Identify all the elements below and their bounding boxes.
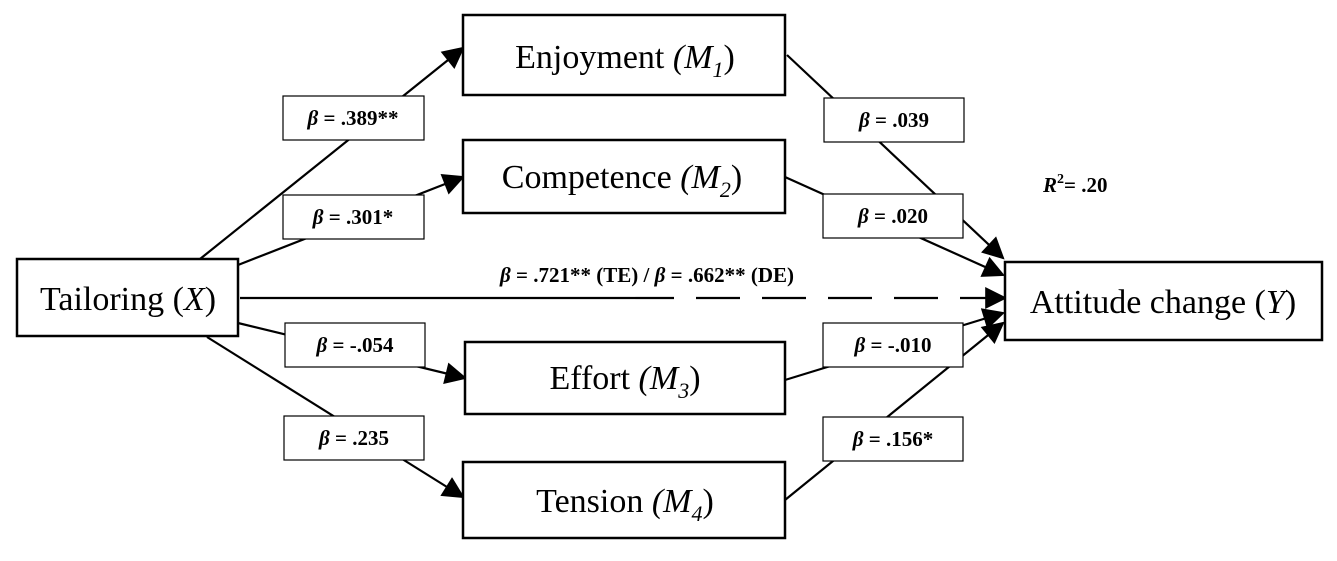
node-tailoring: Tailoring (X) <box>15 257 240 338</box>
svg-text:Attitude change (Y): Attitude change (Y) <box>1030 284 1296 321</box>
svg-text:Competence (M2): Competence (M2) <box>502 159 742 202</box>
svg-text:β = .301*: β = .301* <box>312 205 393 229</box>
svg-text:β = .156*: β = .156* <box>852 427 933 451</box>
svg-text:β = .039: β = .039 <box>858 108 929 132</box>
node-competence: Competence (M2) <box>461 138 787 215</box>
r-squared-label: R2= .20 <box>1042 172 1107 197</box>
coef-a4: β = .235 <box>283 415 425 461</box>
svg-text:Effort (M3): Effort (M3) <box>549 360 700 403</box>
node-effort: Effort (M3) <box>463 340 787 416</box>
svg-text:β = -.010: β = -.010 <box>854 333 932 357</box>
coef-a2: β = .301* <box>282 194 425 240</box>
edge-x-m1 <box>199 46 465 260</box>
coef-b2: β = .020 <box>822 193 964 239</box>
svg-text:Enjoyment (M1): Enjoyment (M1) <box>515 39 735 82</box>
node-enjoyment: Enjoyment (M1) <box>461 13 787 97</box>
coef-b3: β = -.010 <box>822 322 964 368</box>
edge-m1-y <box>786 54 1005 260</box>
edge-m4-y <box>784 321 1005 501</box>
coef-a1: β = .389** <box>282 95 425 141</box>
svg-text:Tailoring (X): Tailoring (X) <box>40 281 216 318</box>
svg-text:β = .020: β = .020 <box>857 204 928 228</box>
coef-b4: β = .156* <box>822 416 964 462</box>
coef-b1: β = .039 <box>823 97 965 143</box>
node-attitude-change: Attitude change (Y) <box>1003 260 1324 342</box>
svg-text:β = -.054: β = -.054 <box>316 333 394 357</box>
coef-direct-total: β = .721** (TE) / β = .662** (DE) <box>499 263 794 287</box>
svg-text:β = .389**: β = .389** <box>307 106 399 130</box>
coef-a3: β = -.054 <box>284 322 426 368</box>
node-tension: Tension (M4) <box>461 460 787 540</box>
svg-text:Tension (M4): Tension (M4) <box>536 483 714 526</box>
svg-text:β = .235: β = .235 <box>318 426 389 450</box>
